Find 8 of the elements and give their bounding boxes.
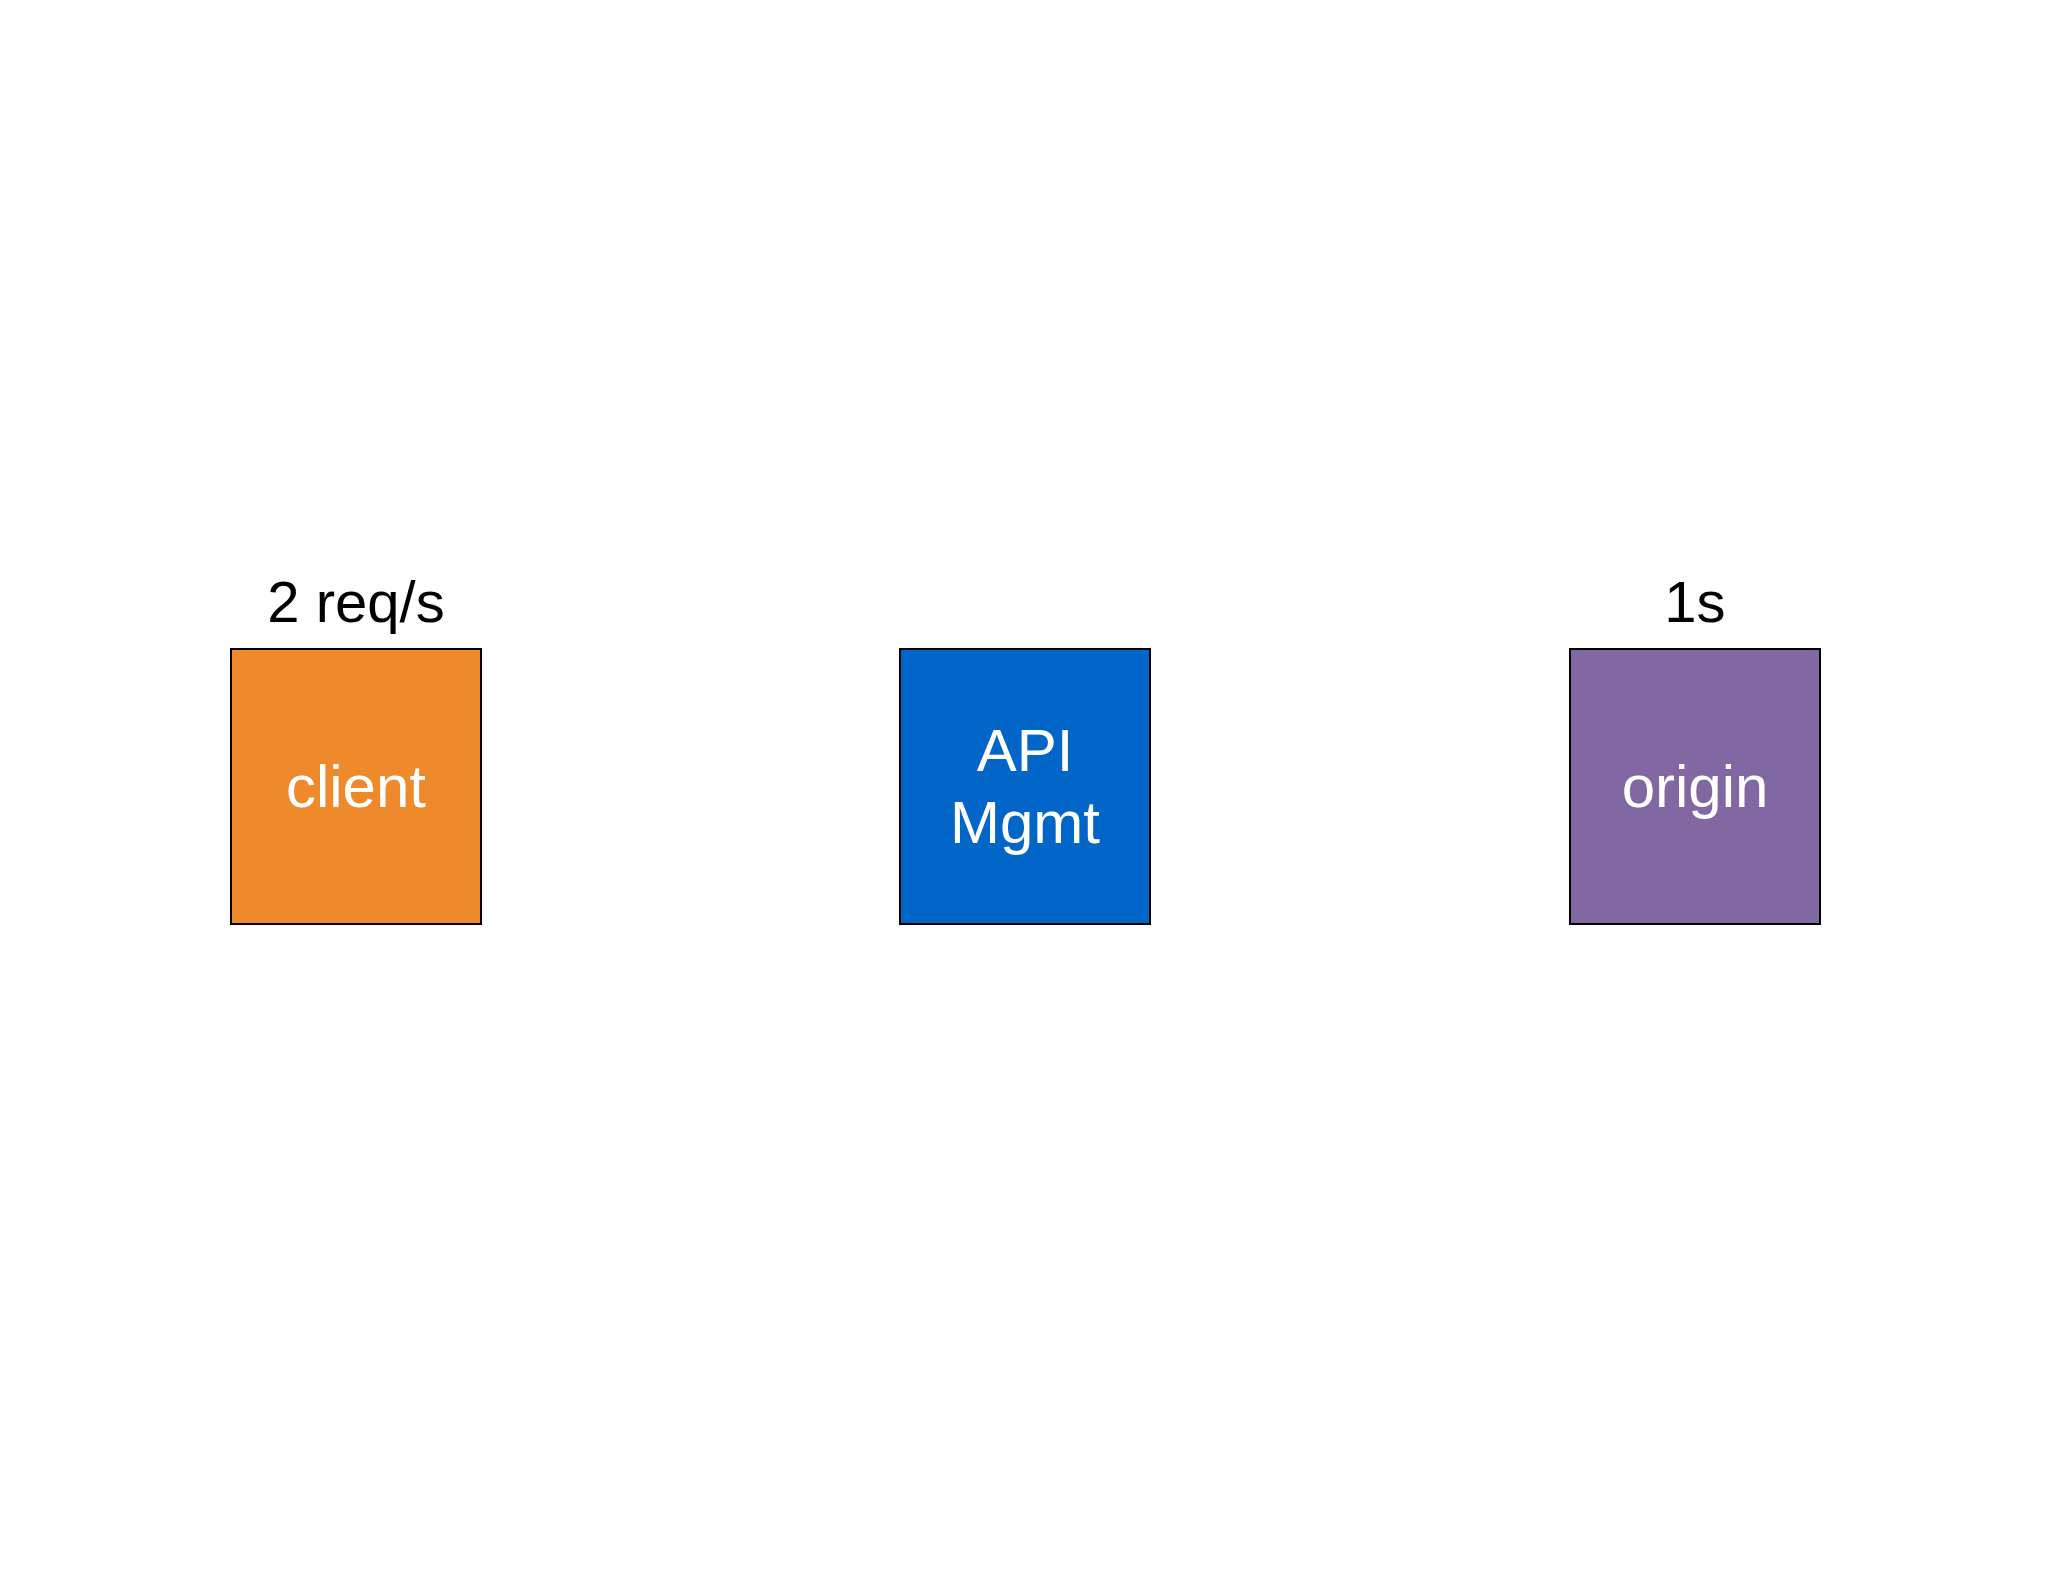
process-box <box>899 648 1151 925</box>
process-box <box>1569 648 1821 925</box>
process-box <box>230 648 482 925</box>
node-caption: 1s <box>1663 568 1727 635</box>
node-caption: 2 req/s <box>266 568 446 635</box>
box-label: origin <box>1621 751 1769 822</box>
box-label: API Mgmt <box>949 715 1101 858</box>
box-label: client <box>285 751 427 822</box>
